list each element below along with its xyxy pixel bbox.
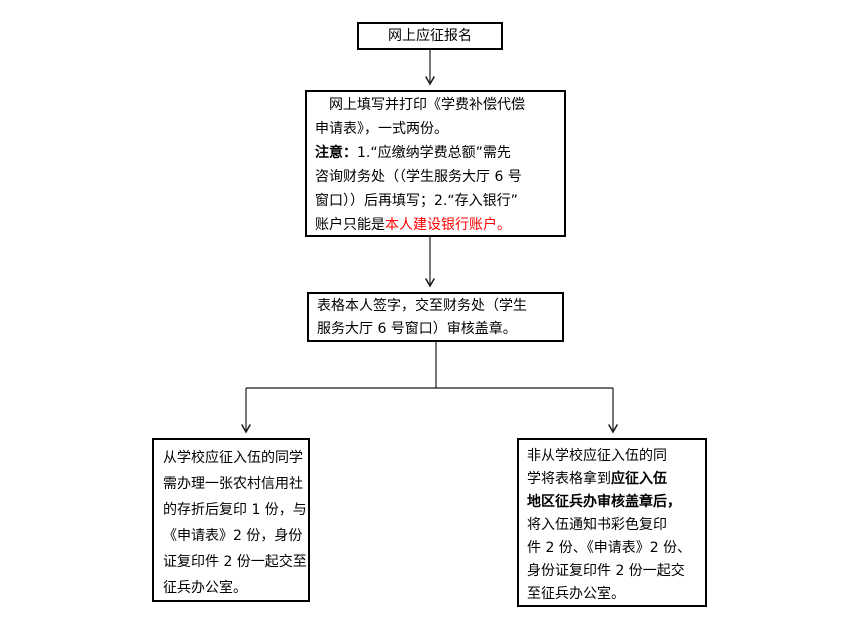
flow-box-sign-and-submit: 表格本人签字，交至财务处（学生 服务大厅 6 号窗口）审核盖章。	[307, 292, 564, 342]
box2-line: 窗口））后再填写；2.“存入银行”	[315, 193, 518, 209]
notice-label: 注意：	[315, 145, 357, 161]
boxR-line: 身份证复印件 2 份一起交	[527, 563, 685, 579]
online-registration-label: 网上应征报名	[388, 28, 472, 44]
boxR-line: 至征兵办公室。	[527, 586, 625, 602]
boxR-line: 地区征兵办审核盖章后，	[527, 491, 697, 514]
boxL-line: 证复印件 2 份一起交至	[163, 554, 307, 570]
stamp-requirement-bold: 地区征兵办审核盖章后，	[527, 494, 681, 510]
flow-box-enlist-not-from-school: 非从学校应征入伍的同 学将表格拿到应征入伍 地区征兵办审核盖章后， 将入伍通知书…	[517, 438, 707, 607]
boxL-line: 从学校应征入伍的同学	[163, 450, 303, 466]
box2-line: 注意：1.“应缴纳学费总额”需先	[315, 145, 511, 161]
boxL-line: 需办理一张农村信用社	[163, 476, 303, 492]
flow-box-fill-print-form: 网上填写并打印《学费补偿代偿 申请表》，一式两份。 注意：1.“应缴纳学费总额”…	[305, 90, 566, 237]
boxR-line: 件 2 份、《申请表》2 份、	[527, 540, 692, 556]
boxR-line: 将入伍通知书彩色复印	[527, 517, 667, 533]
box3-line: 服务大厅 6 号窗口）审核盖章。	[317, 321, 517, 337]
box2-line: 咨询财务处（（学生服务大厅 6 号	[315, 169, 522, 185]
boxL-line: 的存折后复印 1 份，与	[163, 502, 307, 518]
boxL-line: 征兵办公室。	[163, 580, 247, 596]
box2-line: 账户只能是本人建设银行账户。	[315, 217, 511, 233]
bank-account-highlight: 本人建设银行账户。	[385, 217, 511, 233]
boxR-line: 学将表格拿到应征入伍	[527, 471, 667, 487]
flow-box-enlist-from-school: 从学校应征入伍的同学 需办理一张农村信用社 的存折后复印 1 份，与 《申请表》…	[152, 438, 310, 602]
flow-box-online-registration: 网上应征报名	[357, 22, 503, 50]
box2-line: 网上填写并打印《学费补偿代偿	[315, 97, 525, 113]
box2-line: 申请表》，一式两份。	[315, 121, 448, 137]
box3-line: 表格本人签字，交至财务处（学生	[317, 298, 527, 314]
boxL-line: 《申请表》2 份，身份	[163, 528, 303, 544]
boxR-line: 非从学校应征入伍的同	[527, 448, 667, 464]
stamp-requirement-bold: 应征入伍	[611, 471, 667, 487]
